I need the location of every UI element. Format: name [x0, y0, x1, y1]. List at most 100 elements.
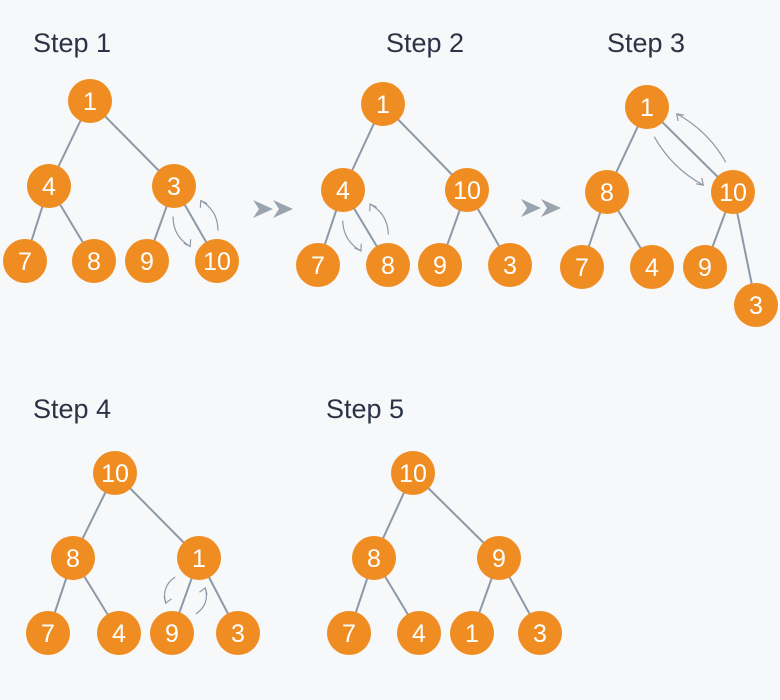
heap-node: 4 [397, 611, 441, 655]
step-2-title: Step 2 [386, 28, 465, 58]
node-label: 7 [342, 620, 356, 648]
heap-node: 3 [488, 243, 532, 287]
node-label: 8 [600, 179, 614, 207]
node-label: 9 [140, 248, 154, 276]
node-label: 4 [412, 620, 426, 648]
heap-node: 10 [391, 451, 435, 495]
node-circle [683, 245, 727, 289]
heap-node: 3 [216, 611, 260, 655]
next-step-arrow-2 [521, 199, 561, 217]
node-circle [327, 611, 371, 655]
node-label: 1 [640, 94, 654, 122]
node-label: 3 [533, 620, 547, 648]
node-circle [560, 245, 604, 289]
node-circle [585, 170, 629, 214]
node-circle [361, 82, 405, 126]
heap-node: 1 [625, 85, 669, 129]
heap-node: 4 [27, 164, 71, 208]
node-label: 4 [42, 173, 56, 201]
node-label: 10 [453, 177, 481, 205]
chevron-icon [253, 200, 273, 218]
heap-node: 4 [630, 245, 674, 289]
node-circle [352, 536, 396, 580]
heap-node: 7 [296, 243, 340, 287]
heap-node: 8 [352, 536, 396, 580]
node-circle [27, 164, 71, 208]
heap-node: 4 [97, 611, 141, 655]
node-label: 9 [433, 252, 447, 280]
node-circle [150, 611, 194, 655]
node-label: 1 [83, 88, 97, 116]
node-circle [72, 239, 116, 283]
node-label: 1 [465, 620, 479, 648]
swap-up-arrow [676, 113, 727, 163]
step-3-title: Step 3 [607, 28, 686, 58]
swap-down-arrowhead [163, 595, 172, 605]
node-circle [488, 243, 532, 287]
swap-down-arrow [342, 220, 362, 252]
node-circle [711, 170, 755, 214]
step-4-title: Step 4 [33, 394, 112, 424]
heap-node: 3 [518, 611, 562, 655]
heap-node: 8 [51, 536, 95, 580]
node-label: 7 [311, 252, 325, 280]
node-circle [216, 611, 260, 655]
node-circle [518, 611, 562, 655]
swap-down-arrow [172, 216, 191, 247]
node-label: 4 [645, 254, 659, 282]
chevron-icon [273, 200, 293, 218]
node-circle [177, 536, 221, 580]
node-circle [391, 451, 435, 495]
heap-node: 1 [361, 82, 405, 126]
node-label: 3 [231, 620, 245, 648]
node-label: 3 [749, 292, 763, 320]
node-circle [630, 245, 674, 289]
step-5-title: Step 5 [326, 394, 405, 424]
node-label: 10 [719, 179, 747, 207]
heap-node: 8 [72, 239, 116, 283]
heap-node: 1 [68, 79, 112, 123]
swap-down-arrowhead [354, 243, 362, 252]
node-circle [51, 536, 95, 580]
node-circle [93, 451, 137, 495]
swap-down-arrowhead [696, 177, 705, 186]
step-1-title: Step 1 [33, 28, 112, 58]
node-label: 4 [336, 177, 350, 205]
heap-node: 8 [585, 170, 629, 214]
node-label: 1 [192, 545, 206, 573]
heap-node: 10 [711, 170, 755, 214]
heap-node: 7 [560, 245, 604, 289]
swap-up-arrow [195, 587, 208, 615]
heap-node: 8 [366, 243, 410, 287]
swap-up-arrowhead [199, 199, 208, 208]
heap-node: 9 [683, 245, 727, 289]
heap-node: 1 [450, 611, 494, 655]
heap-node: 10 [195, 239, 239, 283]
swap-up-arrowhead [675, 113, 684, 122]
swap-down-arrow [653, 136, 704, 186]
node-circle [734, 283, 778, 327]
node-circle [625, 85, 669, 129]
heap-node: 7 [327, 611, 371, 655]
swap-up-arrow [200, 200, 219, 231]
step-2-tree: 1 4 10 7 8 9 3 [296, 82, 532, 287]
node-circle [366, 243, 410, 287]
node-circle [3, 239, 47, 283]
next-step-arrow-1 [253, 200, 293, 218]
node-label: 8 [381, 252, 395, 280]
heap-node: 10 [445, 168, 489, 212]
heap-node: 3 [734, 283, 778, 327]
node-circle [26, 611, 70, 655]
heap-node: 3 [152, 164, 196, 208]
heap-node: 9 [418, 243, 462, 287]
node-label: 8 [87, 248, 101, 276]
heap-node: 7 [26, 611, 70, 655]
node-label: 10 [203, 248, 231, 276]
node-circle [477, 536, 521, 580]
node-circle [321, 168, 365, 212]
node-circle [125, 239, 169, 283]
